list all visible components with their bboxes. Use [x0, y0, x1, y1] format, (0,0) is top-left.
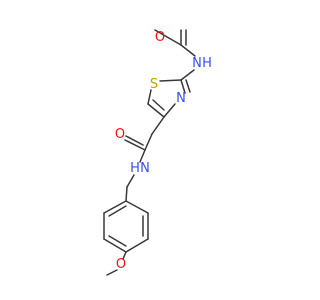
bond-methyl-carbonyl [154, 29, 182, 46]
bond-ring-4 [103, 238, 127, 253]
atom-o-methoxy: O [116, 257, 126, 272]
atom-h-amide: H [130, 161, 140, 176]
bond-n3-c2-2 [185, 79, 191, 93]
bond-ring-4b [108, 235, 127, 247]
atom-s-ring: S [150, 77, 158, 92]
bond-amide-co-1 [124, 139, 146, 151]
bond-ring-6b [108, 205, 127, 217]
atom-o-acetyl: O [155, 30, 165, 45]
bond-ring-1 [125, 200, 149, 214]
atom-h-acetamido: H [202, 56, 212, 71]
bond-nh-c2 [180, 69, 195, 81]
atom-n-amide: N [140, 161, 150, 176]
bond-ring-omethoxy [122, 251, 127, 260]
atom-n-acetamido: N [192, 56, 202, 71]
bond-ring-3 [125, 238, 149, 253]
bond-ch2-amidec [144, 133, 153, 151]
bond-c5-c4-1 [147, 103, 165, 118]
molecule-structure: O N H S N O N H O [103, 29, 212, 276]
bond-amide-co-2 [125, 135, 144, 146]
atom-labels: O N H S N O N H O [115, 30, 212, 272]
bond-ring-6 [103, 200, 127, 214]
bond-c4-ch2 [151, 116, 165, 135]
bonds [103, 29, 196, 276]
bond-c5-c4-2 [152, 99, 165, 111]
bond-c2-s [159, 79, 182, 82]
bond-omethoxy-ch3 [106, 269, 118, 276]
bond-n3-c2-1 [180, 79, 186, 94]
bond-s-c5 [147, 89, 152, 105]
bond-nh-benzylch2 [126, 174, 135, 188]
atom-n-ring: N [176, 91, 186, 106]
bond-carbonyl-nh [180, 44, 196, 57]
bond-ch2-ring [125, 186, 128, 202]
bond-c4-n3 [163, 103, 176, 118]
atom-o-amide: O [115, 127, 125, 142]
bond-amidec-nh [139, 149, 146, 163]
